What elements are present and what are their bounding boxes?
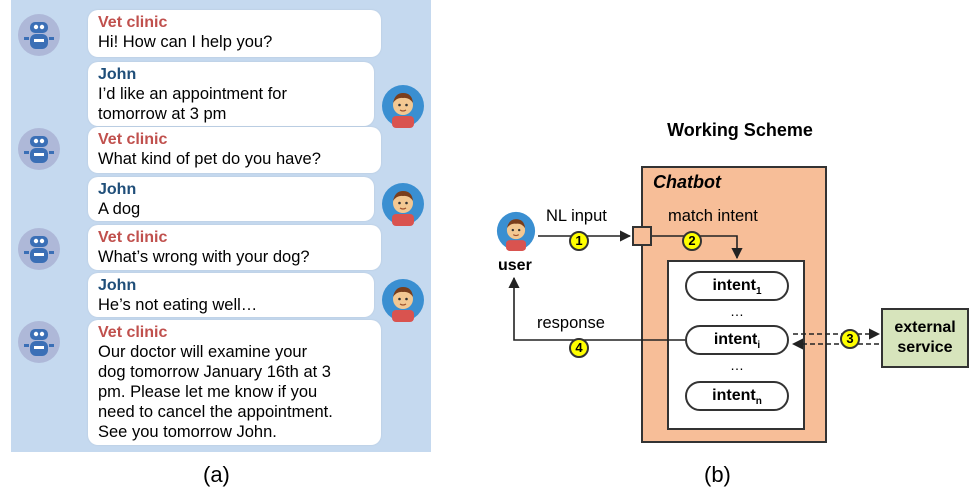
user-avatar-icon: [381, 278, 425, 322]
message-bubble-user: John A dog: [88, 177, 374, 221]
intent-1: intent1: [685, 271, 789, 301]
message-bubble-user: John I’d like an appointment for tomorro…: [88, 62, 374, 126]
ellipsis: …: [730, 303, 744, 319]
robot-avatar-icon: [17, 127, 61, 171]
panel-label-b: (b): [704, 462, 731, 487]
speaker-name: Vet clinic: [98, 131, 168, 148]
message-text: I’d like an appointment for: [98, 85, 287, 103]
speaker-name: John: [98, 66, 137, 83]
speaker-name: Vet clinic: [98, 324, 168, 341]
step-2-badge: 2: [682, 231, 702, 251]
panel-label-a: (a): [203, 462, 230, 487]
chat-conversation-panel: Vet clinic Hi! How can I help you? John …: [11, 0, 431, 452]
message-text: Our doctor will examine your: [98, 343, 308, 361]
message-text: What kind of pet do you have?: [98, 150, 321, 168]
message-text: Hi! How can I help you?: [98, 33, 273, 51]
message-bubble-bot: Vet clinic Hi! How can I help you?: [88, 10, 381, 57]
match-intent-arrow: [652, 235, 743, 260]
message-text: What’s wrong with your dog?: [98, 248, 310, 266]
message-text: He’s not eating well…: [98, 296, 258, 314]
intent-subscript: 1: [755, 286, 762, 298]
external-service-line2: service: [897, 339, 953, 356]
response-label: response: [537, 314, 605, 332]
speaker-name: Vet clinic: [98, 14, 168, 31]
chatbot-title: Chatbot: [653, 172, 721, 192]
robot-avatar-icon: [17, 320, 61, 364]
intent-word: intent: [712, 387, 756, 404]
step-3-badge: 3: [840, 329, 860, 349]
message-bubble-bot: Vet clinic Our doctor will examine your …: [88, 320, 381, 445]
speaker-name: John: [98, 277, 137, 294]
message-text: See you tomorrow John.: [98, 423, 277, 441]
intent-n: intentn: [685, 381, 789, 411]
diagram-title: Working Scheme: [667, 120, 813, 140]
match-intent-label: match intent: [668, 207, 758, 225]
user-avatar-icon: [496, 211, 536, 251]
intent-subscript: n: [755, 396, 762, 408]
message-text: tomorrow at 3 pm: [98, 105, 227, 123]
user-avatar-icon: [381, 182, 425, 226]
speaker-name: John: [98, 181, 137, 198]
step-1-badge: 1: [569, 231, 589, 251]
external-service-box: external service: [881, 308, 969, 368]
message-text: dog tomorrow January 16th at 3: [98, 363, 331, 381]
message-bubble-user: John He’s not eating well…: [88, 273, 374, 317]
chatbot-input-port: [632, 226, 652, 246]
step-4-badge: 4: [569, 338, 589, 358]
intent-subscript: i: [757, 340, 761, 352]
intent-word: intent: [713, 331, 758, 348]
message-text: A dog: [98, 200, 141, 218]
robot-avatar-icon: [17, 13, 61, 57]
message-text: need to cancel the appointment.: [98, 403, 333, 421]
message-bubble-bot: Vet clinic What’s wrong with your dog?: [88, 225, 381, 270]
user-label: user: [498, 257, 532, 274]
message-bubble-bot: Vet clinic What kind of pet do you have?: [88, 127, 381, 173]
nl-input-label: NL input: [546, 207, 607, 225]
external-service-line1: external: [894, 319, 956, 336]
speaker-name: Vet clinic: [98, 229, 168, 246]
intent-word: intent: [712, 277, 756, 294]
response-arrow: [508, 276, 685, 341]
message-text: pm. Please let me know if you: [98, 383, 318, 401]
robot-avatar-icon: [17, 227, 61, 271]
intent-i: intenti: [685, 325, 789, 355]
user-avatar-icon: [381, 84, 425, 128]
ellipsis: …: [730, 357, 744, 373]
